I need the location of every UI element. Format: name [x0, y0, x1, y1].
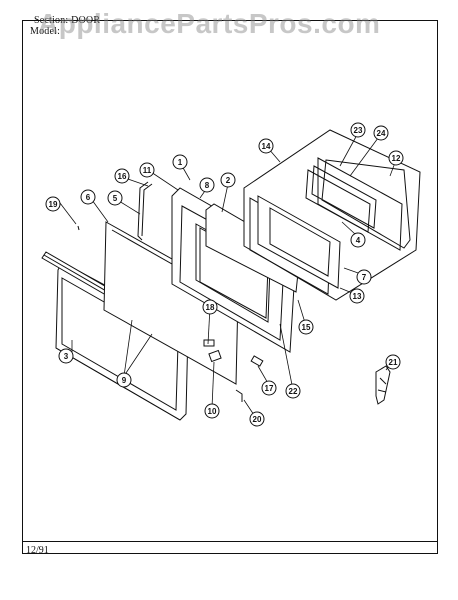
footer-rule [22, 541, 438, 542]
svg-text:14: 14 [262, 142, 271, 151]
callout-21: 21 [385, 354, 401, 370]
callout-9: 9 [116, 372, 132, 388]
part-window-pack [243, 129, 421, 301]
callout-1: 1 [172, 154, 188, 170]
callout-22: 22 [285, 383, 301, 399]
svg-text:1: 1 [178, 158, 183, 167]
part-side-bracket [137, 181, 153, 241]
callout-14: 14 [258, 138, 274, 154]
svg-text:8: 8 [205, 181, 210, 190]
callout-7: 7 [356, 269, 372, 285]
callout-19: 19 [45, 196, 61, 212]
part-glass-layers [305, 165, 377, 233]
svg-text:21: 21 [389, 358, 398, 367]
svg-text:23: 23 [354, 126, 363, 135]
svg-text:3: 3 [64, 352, 69, 361]
callout-17: 17 [261, 380, 277, 396]
watermark-text: AppliancePartsPros.com [38, 8, 381, 39]
svg-text:11: 11 [143, 166, 152, 175]
part-window-plate [317, 157, 411, 251]
svg-text:7: 7 [362, 273, 367, 282]
svg-text:9: 9 [122, 376, 127, 385]
callout-12: 12 [388, 150, 404, 166]
callout-11: 11 [139, 162, 155, 178]
callout-16: 16 [114, 168, 130, 184]
callout-3: 3 [58, 348, 74, 364]
callout-10: 10 [204, 403, 220, 419]
callout-23: 23 [350, 122, 366, 138]
svg-text:2: 2 [226, 176, 231, 185]
svg-text:5: 5 [113, 194, 118, 203]
callout-15: 15 [298, 319, 314, 335]
svg-text:6: 6 [86, 193, 91, 202]
callouts: 1 2 3 4 5 6 7 8 9 10 11 12 13 14 15 16 1… [45, 122, 404, 427]
part-small-hardware [77, 225, 264, 402]
callout-8: 8 [199, 177, 215, 193]
svg-text:13: 13 [353, 292, 362, 301]
callout-4: 4 [350, 232, 366, 248]
model-label: Model: [30, 26, 61, 37]
svg-text:15: 15 [302, 323, 311, 332]
svg-text:17: 17 [265, 384, 274, 393]
svg-text:19: 19 [49, 200, 58, 209]
callout-2: 2 [220, 172, 236, 188]
svg-text:10: 10 [208, 407, 217, 416]
svg-text:20: 20 [253, 415, 262, 424]
svg-text:22: 22 [289, 387, 298, 396]
callout-13: 13 [349, 288, 365, 304]
svg-text:12: 12 [392, 154, 401, 163]
svg-text:18: 18 [206, 303, 215, 312]
svg-text:4: 4 [356, 236, 361, 245]
callout-18: 18 [202, 299, 218, 315]
callout-20: 20 [249, 411, 265, 427]
callout-24: 24 [373, 125, 389, 141]
callout-5: 5 [107, 190, 123, 206]
svg-text:16: 16 [118, 172, 127, 181]
svg-text:24: 24 [377, 129, 386, 138]
section-label: Section: DOOR [34, 15, 101, 26]
revision-date: 12/91 [26, 545, 49, 556]
part-hinge [375, 365, 391, 405]
diagram-frame [22, 20, 438, 554]
callout-6: 6 [80, 189, 96, 205]
